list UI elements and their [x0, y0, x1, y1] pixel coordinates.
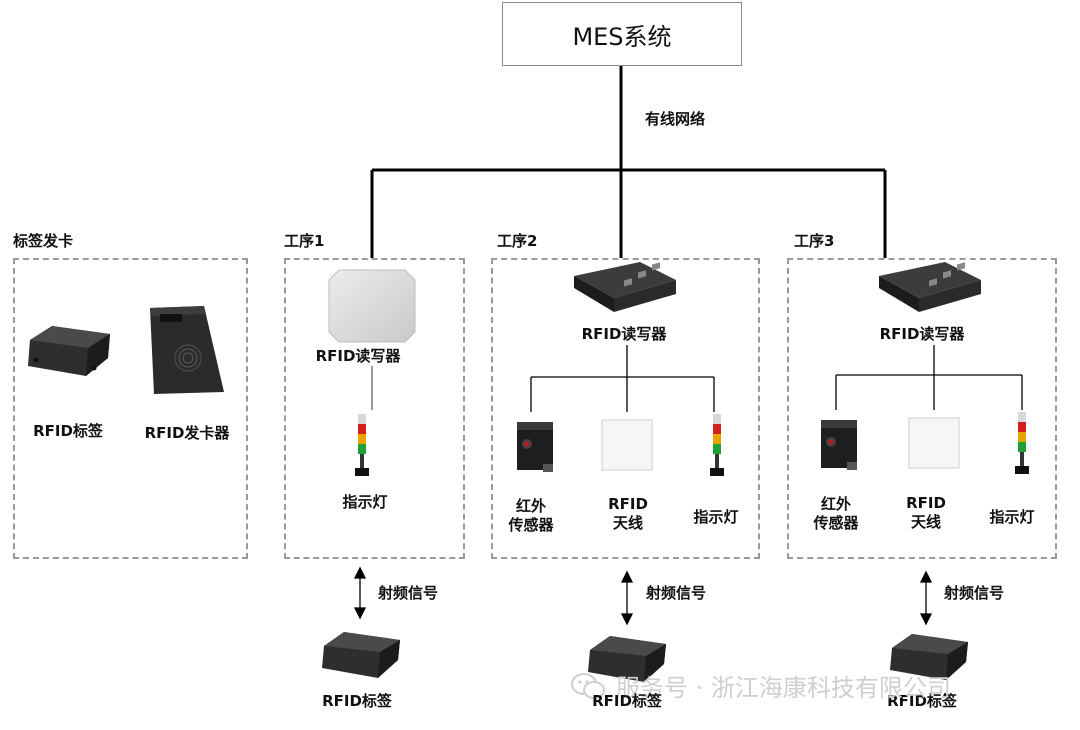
process3-indicator-label: 指示灯	[989, 508, 1035, 526]
process3-indicator-light-icon	[1015, 412, 1029, 474]
process2-ir-sensor-label: 红外 传感器	[508, 497, 553, 535]
watermark: 服务号 · 浙江海康科技有限公司	[570, 668, 951, 703]
process2-antenna-icon	[601, 419, 653, 471]
process2-indicator-label: 指示灯	[693, 508, 739, 526]
process3-reader-icon	[879, 262, 981, 312]
watermark-text: 服务号 · 浙江海康科技有限公司	[616, 674, 951, 702]
mes-system-box: MES系统	[502, 2, 742, 66]
rfid-tag-icon	[28, 326, 110, 376]
card-issuing-title: 标签发卡	[13, 232, 74, 250]
process2-indicator-light-icon	[710, 414, 724, 476]
process2-reader-label: RFID读写器	[581, 325, 667, 343]
process1-tag-label: RFID标签	[322, 692, 392, 710]
process2-ir-sensor-label-line2: 传感器	[508, 516, 554, 534]
process1-signal-label: 射频信号	[378, 584, 439, 602]
process3-frame	[787, 258, 1057, 559]
process3-ir-sensor-icon	[821, 420, 857, 470]
process1-indicator-label: 指示灯	[342, 493, 388, 511]
process3-antenna-label-line1: RFID	[906, 494, 946, 512]
process3-signal-label: 射频信号	[944, 584, 1005, 602]
process1-reader-panel-icon	[328, 269, 416, 343]
process2-antenna-label: RFID 天线	[608, 495, 648, 533]
process1-reader-label: RFID读写器	[315, 347, 401, 365]
card-issuing-rfid-tag-label: RFID标签	[33, 422, 103, 440]
process3-antenna-icon	[908, 417, 960, 469]
process2-reader-icon	[574, 262, 676, 312]
process3-title: 工序3	[794, 232, 835, 250]
process2-frame	[491, 258, 760, 559]
process3-ir-sensor-label-line2: 传感器	[813, 514, 859, 532]
card-issuer-label: RFID发卡器	[144, 424, 230, 442]
process3-tag-label: RFID标签	[887, 692, 957, 710]
process2-antenna-label-line1: RFID	[608, 495, 648, 513]
process3-rfid-tag-icon	[890, 634, 968, 680]
mes-system-label: MES系统	[572, 22, 672, 51]
card-issuer-icon	[150, 306, 224, 394]
process3-antenna-label: RFID 天线	[906, 494, 946, 532]
process3-antenna-label-line2: 天线	[910, 513, 941, 531]
process2-ir-sensor-icon	[517, 422, 553, 472]
process3-ir-sensor-label-line1: 红外	[820, 495, 852, 513]
process1-title: 工序1	[284, 232, 325, 250]
process1-rfid-tag-icon	[322, 632, 400, 678]
process3-reader-label: RFID读写器	[879, 325, 965, 343]
process2-rfid-tag-icon	[588, 636, 666, 682]
card-issuing-frame	[13, 258, 248, 559]
process2-title: 工序2	[497, 232, 538, 250]
network-label: 有线网络	[645, 110, 706, 128]
process2-ir-sensor-label-line1: 红外	[515, 497, 547, 515]
process2-tag-label: RFID标签	[592, 692, 662, 710]
process2-signal-label: 射频信号	[646, 584, 707, 602]
wechat-icon	[571, 672, 605, 699]
process3-ir-sensor-label: 红外 传感器	[813, 495, 858, 533]
process1-frame	[284, 258, 465, 559]
process2-antenna-label-line2: 天线	[612, 514, 643, 532]
process1-indicator-light-icon	[355, 414, 369, 476]
